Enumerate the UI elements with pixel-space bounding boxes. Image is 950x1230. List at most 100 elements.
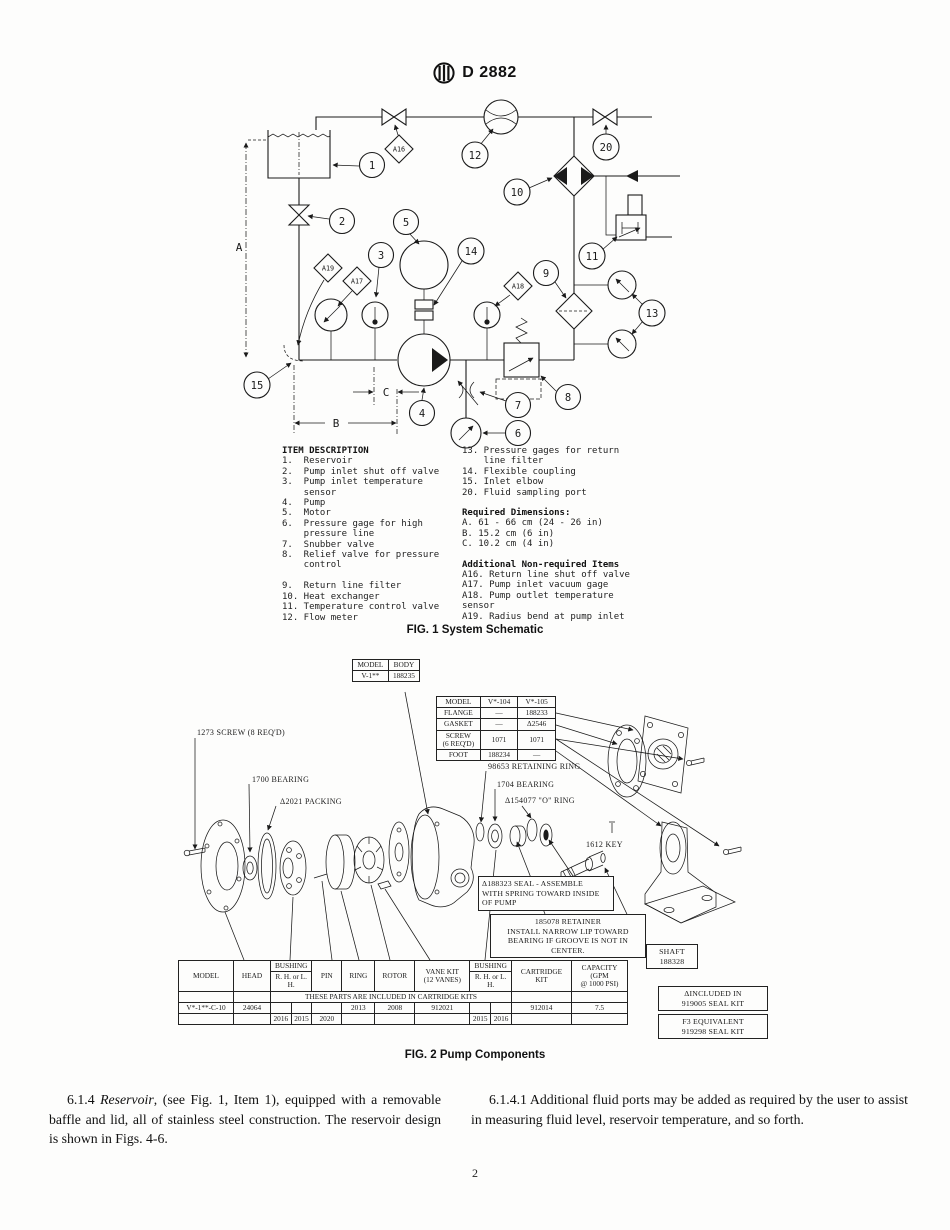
paragraph-6-1-4: 6.1.4 Reservoir, (see Fig. 1, Item 1), e…	[49, 1090, 441, 1149]
svg-text:A17: A17	[351, 278, 363, 286]
svg-text:10: 10	[511, 187, 524, 199]
included-note-cell: THESE PARTS ARE INCLUDED IN CARTRIDGE KI…	[270, 990, 512, 1003]
header-cell: CAPACITY (GPM @ 1000 PSI)	[571, 960, 628, 992]
shutoff-valve-a16-symbol	[381, 107, 407, 127]
pressure-gauge-6-symbol	[450, 417, 482, 449]
cell: MODEL	[352, 658, 389, 672]
shaft-label-box: SHAFT 188328	[646, 944, 698, 969]
pin-part	[313, 873, 328, 879]
cell: —	[517, 749, 556, 762]
item-description-items: 1. Reservoir 2. Pump inlet shut off valv…	[282, 456, 440, 623]
svg-text:12: 12	[469, 150, 482, 162]
pump-body-part	[410, 806, 475, 908]
heat-exchanger-symbol	[553, 155, 595, 197]
cell: 2020	[311, 1013, 343, 1026]
astm-logo-icon	[433, 62, 455, 84]
snubber-valve-symbol	[457, 380, 479, 406]
cell: 188235	[387, 670, 421, 683]
head-flange-part	[200, 819, 246, 913]
piping	[283, 116, 680, 418]
additional-items-heading: Additional Non-required Items	[462, 559, 620, 570]
bushing-part	[279, 840, 307, 896]
cell: GASKET	[436, 718, 481, 731]
cell: MODEL	[436, 695, 481, 709]
dimension-c: C	[353, 367, 419, 407]
cell: 2013	[341, 1001, 376, 1015]
fig1-caption: FIG. 1 System Schematic	[406, 624, 544, 636]
bearing-1700-part	[242, 855, 258, 881]
svg-text:11: 11	[586, 251, 599, 263]
return-filter-symbol	[555, 292, 593, 330]
header-cell: CARTRIDGE KIT	[511, 960, 572, 992]
cell	[178, 990, 234, 1003]
temp-control-valve-symbol	[615, 194, 647, 241]
gasket-part	[607, 724, 647, 798]
svg-text:2: 2	[339, 216, 345, 228]
svg-text:A18: A18	[512, 283, 524, 291]
cell: V*-104	[479, 695, 519, 709]
fig1-system-schematic: A B C 1 2 3 4 5 6 7 8 9 10 11	[236, 99, 680, 449]
cell	[233, 1013, 271, 1026]
cell: FOOT	[436, 749, 481, 762]
section-number: 6.1.4	[67, 1092, 95, 1107]
header-cell: RING	[341, 960, 376, 992]
side-plate-part	[388, 821, 410, 883]
svg-text:A: A	[236, 241, 243, 254]
screw-part	[183, 847, 206, 857]
reservoir-symbol	[267, 130, 331, 179]
fig2-caption: FIG. 2 Pump Components	[404, 1049, 546, 1061]
page-number: 2	[472, 1166, 478, 1180]
cell: 912014	[511, 1001, 572, 1015]
svg-text:1: 1	[369, 160, 375, 172]
ring-part	[325, 834, 356, 890]
svg-text:A16: A16	[393, 146, 405, 154]
vacuum-gauge-a17-symbol	[314, 298, 348, 360]
cell	[571, 990, 628, 1003]
cell: 7.5	[571, 1001, 628, 1015]
doc-number: D 2882	[462, 64, 517, 81]
svg-text:A19: A19	[322, 265, 334, 273]
cell: 1071	[517, 729, 556, 751]
cell	[511, 990, 572, 1003]
cell: V*-1**-C-10	[178, 1001, 234, 1015]
cell	[311, 1001, 343, 1015]
balloon-callouts: 1 2 3 4 5 6 7 8 9 10 11 12 13 14 15 20	[243, 124, 666, 447]
temp-gauge-a18-symbol	[473, 301, 501, 360]
item-description-heading: ITEM DESCRIPTION	[282, 446, 369, 456]
svg-text:15: 15	[251, 380, 264, 392]
cell	[178, 1013, 234, 1026]
label-packing-2021: Δ2021 PACKING	[280, 797, 342, 806]
temp-sensor-3-symbol	[361, 301, 389, 360]
section-text: , (see Fig. 1, Item 1), equipped with a …	[49, 1092, 441, 1146]
cell	[414, 1013, 471, 1026]
cell: 2015	[469, 1013, 492, 1026]
coupling-symbol	[414, 299, 434, 334]
retainer-part	[509, 825, 527, 847]
dimension-b: B	[293, 365, 398, 435]
svg-text:13: 13	[646, 308, 659, 320]
relief-valve-symbol	[495, 317, 542, 400]
flag-callouts: A16 A17 A18 A19	[296, 124, 533, 346]
pressure-gauge-13a-symbol	[607, 270, 637, 300]
required-dimensions-heading: Required Dimensions:	[462, 508, 571, 519]
foot-screw-part	[723, 846, 742, 855]
cell: 2015	[290, 1013, 313, 1026]
label-oring-154077: Δ154077 "O" RING	[505, 796, 575, 805]
item-description-right: 13. Pressure gages for return line filte…	[462, 446, 630, 622]
sampling-valve-20-symbol	[592, 107, 618, 127]
flange-part	[637, 715, 689, 794]
cell	[469, 1001, 492, 1015]
cell: SCREW (6 REQ'D)	[436, 729, 481, 751]
pressure-gauge-13b-symbol	[607, 329, 637, 359]
fig2-leader-lines	[192, 691, 720, 961]
cell	[571, 1013, 628, 1026]
f3-note-box: F3 EQUIVALENT 919298 SEAL KIT	[658, 1014, 768, 1039]
svg-text:8: 8	[565, 392, 571, 404]
svg-text:C: C	[383, 386, 390, 399]
svg-text:20: 20	[600, 142, 613, 154]
flange-screw-part	[686, 757, 705, 766]
header-cell: R. H. or L. H.	[269, 971, 313, 992]
cell: 2008	[374, 1001, 416, 1015]
header-cell: BUSHING	[469, 959, 512, 973]
paragraph-6-1-4-1: 6.1.4.1 Additional fluid ports may be ad…	[471, 1090, 908, 1129]
